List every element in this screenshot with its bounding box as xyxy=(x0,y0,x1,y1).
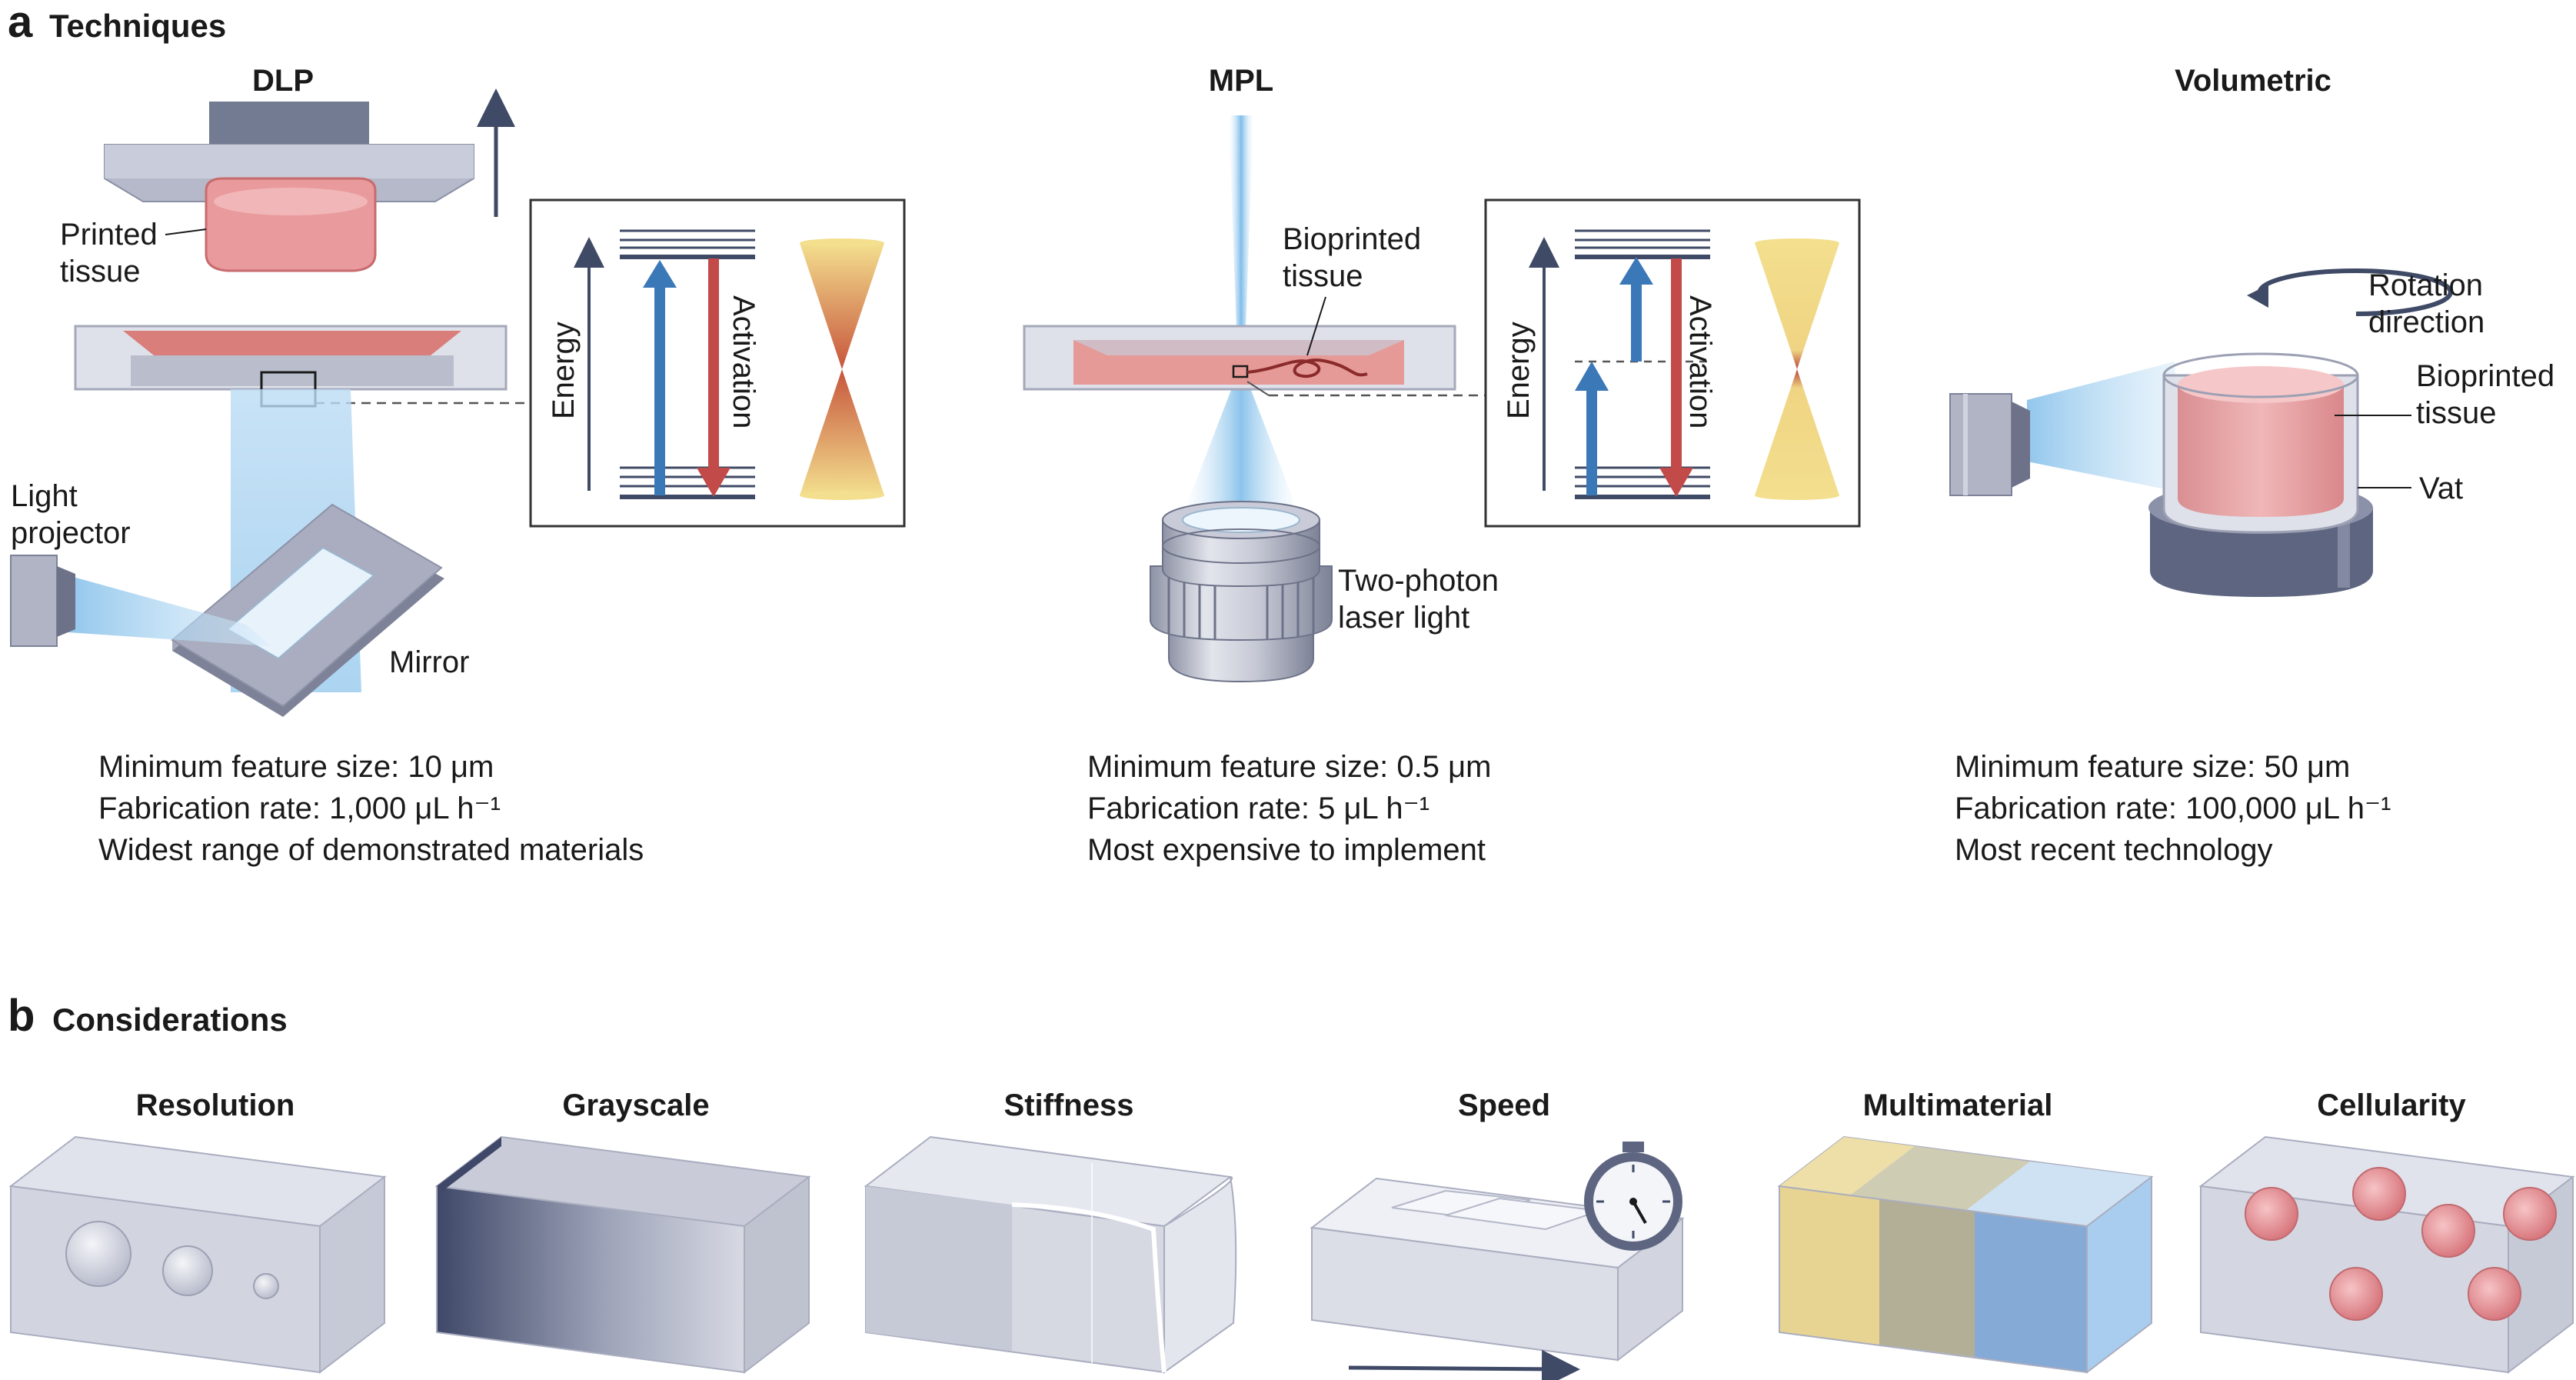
mpl-title: MPL xyxy=(1209,64,1273,98)
grayscale-title: Grayscale xyxy=(562,1088,709,1122)
volumetric-stat-1: Minimum feature size: 50 μm xyxy=(1955,750,2350,784)
mpl-laser-beam-bottom xyxy=(1183,372,1300,515)
dlp-section: DLP Printed tissue Mirror Light project xyxy=(10,64,906,717)
dlp-stat-1: Minimum feature size: 10 μm xyxy=(98,750,494,784)
volumetric-rotation-label-1: Rotation xyxy=(2368,268,2483,302)
mpl-laser-label-2: laser light xyxy=(1338,601,1469,635)
dlp-projector-label-1: Light xyxy=(11,479,78,513)
mpl-stat-2: Fabrication rate: 5 μL h⁻¹ xyxy=(1087,792,1429,825)
dlp-light-projector xyxy=(10,555,58,647)
dlp-projector-label-2: projector xyxy=(11,516,131,550)
mpl-objective-lens xyxy=(1150,501,1333,683)
panel-a-letter: a xyxy=(8,0,33,47)
volumetric-light-beam xyxy=(2027,362,2181,492)
volumetric-bioprinted-label-2: tissue xyxy=(2416,396,2497,430)
volumetric-bioprinted-tissue xyxy=(2178,385,2344,517)
panel-b-title: Considerations xyxy=(52,1002,288,1038)
speed-arrow xyxy=(1348,1349,1580,1380)
dlp-activation-label: Activation xyxy=(727,295,760,428)
resolution-title: Resolution xyxy=(136,1088,295,1122)
volumetric-light-projector xyxy=(1949,393,2012,496)
mpl-activation-label: Activation xyxy=(1683,295,1717,428)
speed-block xyxy=(1310,1142,1685,1380)
panel-b-letter: b xyxy=(8,991,35,1041)
dlp-energy-label: Energy xyxy=(547,322,581,419)
resolution-block xyxy=(8,1135,387,1375)
cellularity-title: Cellularity xyxy=(2317,1088,2466,1122)
technique-stats: Minimum feature size: 10 μm Fabrication … xyxy=(98,750,2391,867)
panel-a-title: Techniques xyxy=(49,8,226,44)
dlp-title: DLP xyxy=(252,64,314,98)
dlp-stat-2: Fabrication rate: 1,000 μL h⁻¹ xyxy=(98,792,501,825)
dlp-light-cone xyxy=(800,243,884,369)
dlp-printed-label-2: tissue xyxy=(60,255,141,288)
mpl-section: MPL Bioprinted tissue xyxy=(1023,64,1861,683)
volumetric-stat-3: Most recent technology xyxy=(1955,833,2273,867)
dlp-platform-block xyxy=(209,102,369,145)
multimaterial-title: Multimaterial xyxy=(1863,1088,2053,1122)
mpl-laser-label-1: Two-photon xyxy=(1338,564,1499,598)
mpl-laser-beam-top xyxy=(1229,115,1253,372)
volumetric-stat-2: Fabrication rate: 100,000 μL h⁻¹ xyxy=(1955,792,2391,825)
volumetric-section: Volumetric Rotation direction Bioprinted… xyxy=(1949,64,2554,597)
mpl-light-cone xyxy=(1755,243,1839,369)
cellularity-block xyxy=(2198,1135,2575,1375)
grayscale-block xyxy=(434,1135,811,1375)
stiffness-block xyxy=(864,1135,1237,1374)
mpl-bioprinted-label-2: tissue xyxy=(1283,259,1363,293)
volumetric-vat-label: Vat xyxy=(2419,472,2463,505)
volumetric-bioprinted-label-1: Bioprinted xyxy=(2416,359,2554,393)
dlp-printed-label-1: Printed xyxy=(60,218,158,252)
multimaterial-block xyxy=(1777,1135,2154,1375)
dlp-mirror-label: Mirror xyxy=(389,645,469,679)
dlp-stat-3: Widest range of demonstrated materials xyxy=(98,833,644,867)
mpl-bioprinted-filament xyxy=(1246,358,1368,378)
stopwatch-icon xyxy=(1584,1142,1682,1251)
mpl-bioprinted-label-1: Bioprinted xyxy=(1283,222,1421,256)
volumetric-title: Volumetric xyxy=(2175,64,2331,98)
speed-title: Speed xyxy=(1458,1088,1550,1122)
dlp-light-beam xyxy=(68,575,271,646)
mpl-stat-3: Most expensive to implement xyxy=(1087,833,1486,867)
volumetric-rotation-label-2: direction xyxy=(2368,305,2484,339)
rotation-arrow xyxy=(2257,268,2453,316)
mpl-energy-label: Energy xyxy=(1502,322,1536,419)
stiffness-title: Stiffness xyxy=(1004,1088,1134,1122)
mpl-stat-1: Minimum feature size: 0.5 μm xyxy=(1087,750,1491,784)
